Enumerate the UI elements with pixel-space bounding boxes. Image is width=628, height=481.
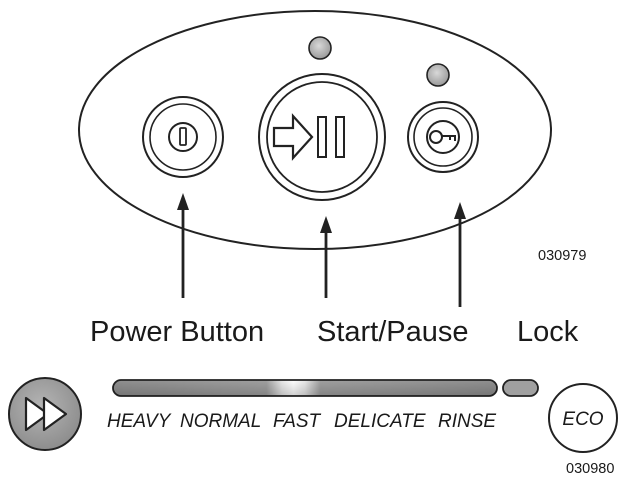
figure-code-bottom: 030980 (566, 461, 614, 477)
start-pause-label: Start/Pause (317, 316, 469, 348)
power-pointer-arrow (177, 193, 189, 298)
cycle-label-normal: NORMAL (180, 411, 261, 432)
start-pause-button[interactable] (258, 73, 386, 201)
lock-pointer-arrow (454, 202, 466, 307)
eco-button[interactable]: ECO (548, 383, 618, 453)
lock-indicator-led (426, 63, 450, 87)
power-button[interactable] (142, 96, 224, 178)
cycle-indicator-bar (112, 379, 498, 397)
start-pause-icon (272, 113, 345, 161)
lock-label: Lock (517, 316, 579, 348)
power-icon (168, 122, 198, 152)
eco-indicator-light (502, 379, 539, 397)
start-pause-pointer-arrow (320, 216, 332, 298)
figure-code-top: 030979 (538, 248, 586, 264)
start-pause-indicator-led (308, 36, 332, 60)
power-button-label: Power Button (90, 316, 264, 348)
cycle-label-heavy: HEAVY (107, 411, 172, 432)
key-icon (426, 120, 460, 154)
cycle-label-fast: FAST (273, 411, 322, 432)
cycle-label-rinse: RINSE (438, 411, 496, 432)
lock-button[interactable] (407, 101, 479, 173)
cycle-labels: HEAVY NORMAL FAST DELICATE RINSE (107, 411, 496, 432)
eco-button-label: ECO (562, 409, 603, 430)
fast-forward-icon (24, 396, 68, 432)
cycle-label-delicate: DELICATE (334, 411, 426, 432)
cycle-select-button[interactable] (8, 377, 82, 451)
